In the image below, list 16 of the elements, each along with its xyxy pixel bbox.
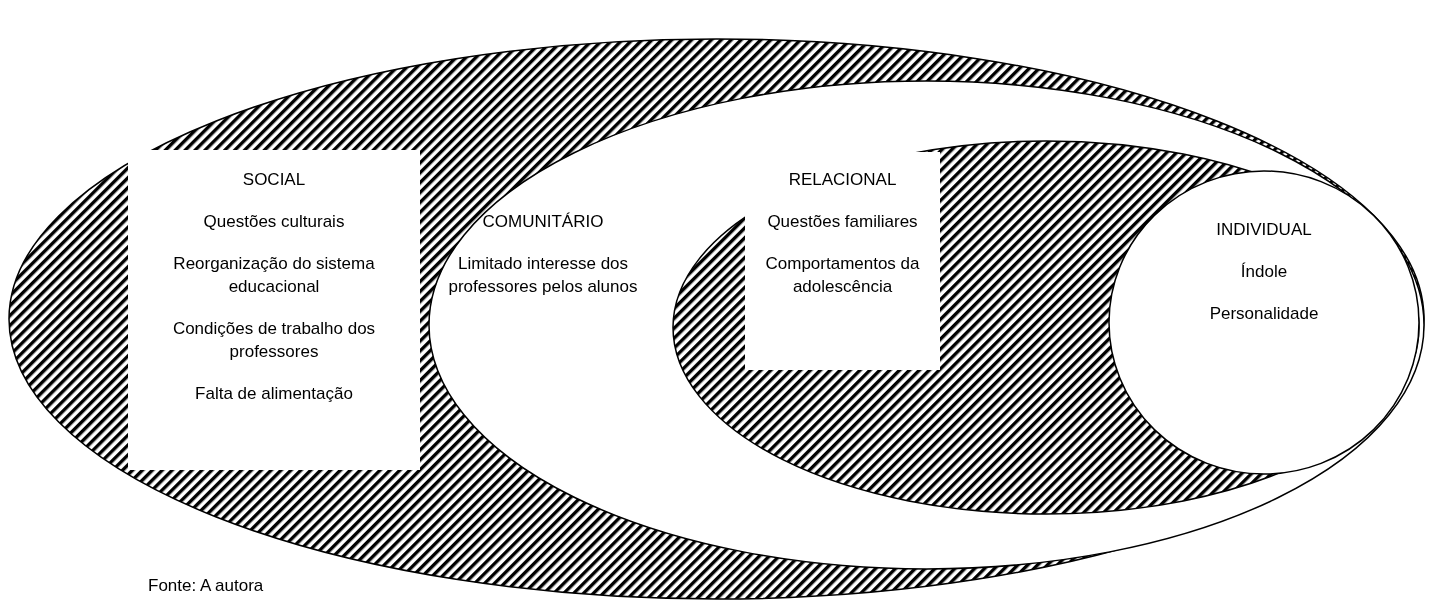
level-heading: INDIVIDUAL bbox=[1215, 219, 1313, 241]
text-panel bbox=[128, 150, 420, 470]
factor-text: Questões familiares bbox=[766, 211, 919, 233]
level-heading: SOCIAL bbox=[241, 169, 307, 191]
factor-text: Índole bbox=[1239, 261, 1289, 283]
text-panel bbox=[745, 152, 940, 370]
level-heading: RELACIONAL bbox=[787, 169, 898, 191]
factor-text: Personalidade bbox=[1208, 303, 1320, 325]
factor-text: Condições de trabalho dos professores bbox=[171, 318, 377, 363]
factor-text: Falta de alimentação bbox=[194, 383, 354, 405]
source-note: Fonte: A autora bbox=[148, 576, 264, 596]
factor-text: Limitado interesse dos professores pelos alunos bbox=[448, 253, 638, 298]
factor-text: Questões culturais bbox=[202, 211, 346, 233]
level-heading: COMUNITÁRIO bbox=[481, 211, 605, 233]
factor-text: Reorganização do sistema educacional bbox=[172, 253, 376, 298]
factor-text: Comportamentos da adolescência bbox=[764, 253, 921, 298]
